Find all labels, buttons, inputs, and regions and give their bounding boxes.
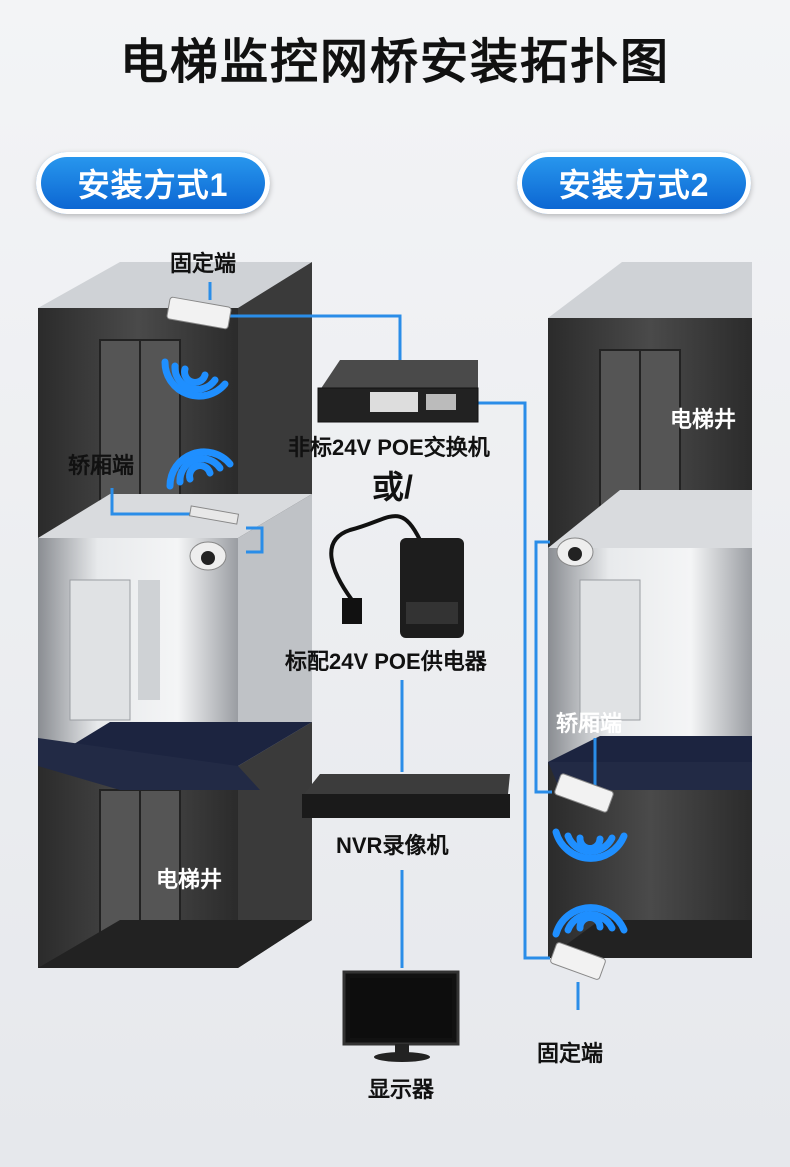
right-fixed-end-label: 固定端 bbox=[537, 1041, 604, 1066]
or-label: 或/ bbox=[372, 469, 413, 505]
nvr-device bbox=[302, 774, 510, 818]
poe-switch bbox=[317, 360, 479, 423]
left-fixed-end-label: 固定端 bbox=[170, 251, 237, 276]
signal-waves bbox=[161, 358, 628, 938]
poe-injector bbox=[329, 514, 464, 638]
method-1-badge: 安装方式1 bbox=[36, 152, 270, 214]
right-shaft-label: 电梯井 bbox=[670, 407, 737, 432]
left-car-end-label: 轿厢端 bbox=[68, 453, 135, 478]
monitor-label: 显示器 bbox=[368, 1077, 435, 1102]
left-dome-camera bbox=[189, 541, 227, 571]
left-elevator-car bbox=[38, 494, 312, 790]
page-title: 电梯监控网桥安装拓扑图 bbox=[119, 36, 670, 89]
injector-label: 标配24V POE供电器 bbox=[285, 649, 487, 674]
switch-label: 非标24V POE交换机 bbox=[288, 435, 490, 460]
right-fixed-bridge bbox=[550, 942, 606, 980]
method-2-badge: 安装方式2 bbox=[517, 152, 751, 214]
left-shaft-label: 电梯井 bbox=[156, 867, 223, 892]
nvr-label: NVR录像机 bbox=[336, 833, 449, 858]
right-car-bridge bbox=[554, 773, 614, 813]
left-fixed-bridge bbox=[166, 296, 232, 330]
left-car-bridge bbox=[188, 505, 240, 525]
right-car-end-label: 轿厢端 bbox=[556, 711, 623, 736]
network-cables bbox=[110, 282, 597, 1010]
right-elevator-car bbox=[548, 490, 752, 790]
right-dome-camera bbox=[556, 537, 594, 567]
monitor-device bbox=[342, 970, 460, 1062]
